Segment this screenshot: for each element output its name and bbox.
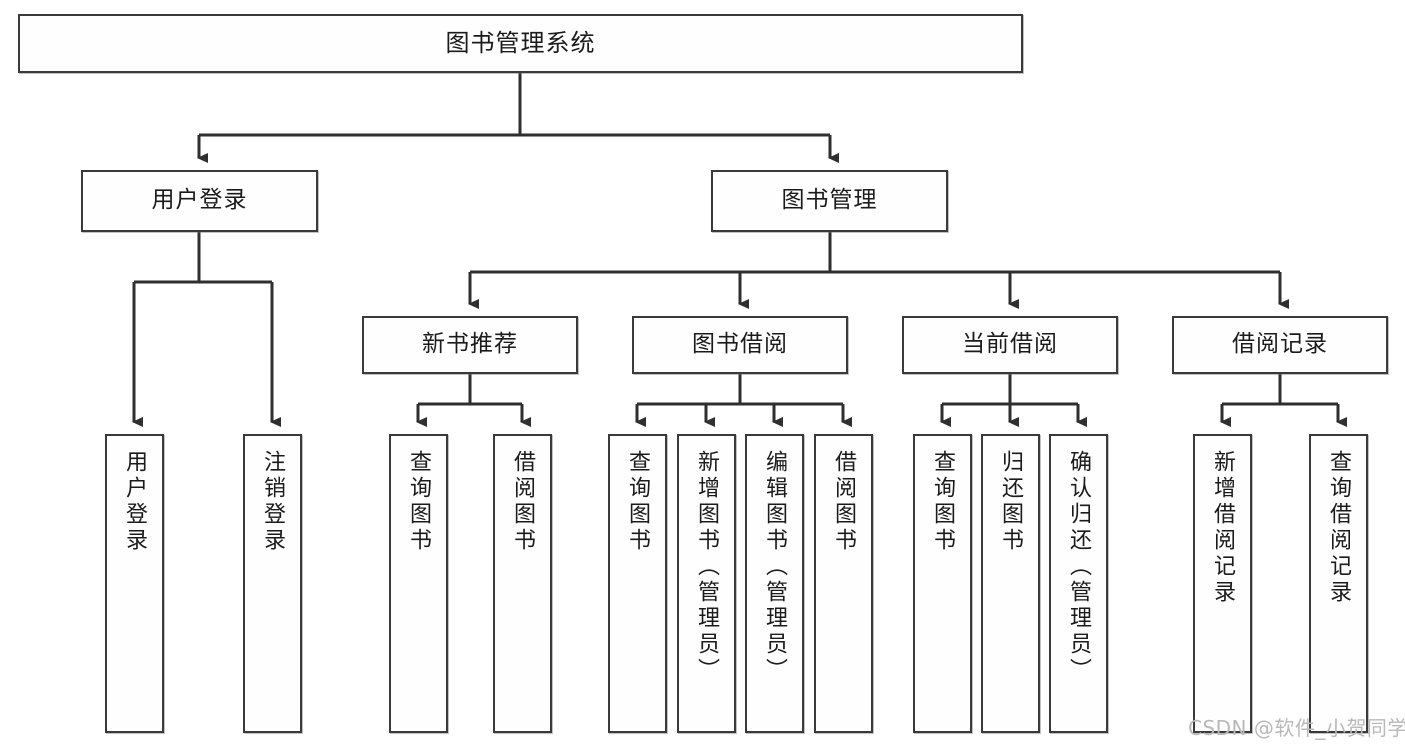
node-new-book-recommend[interactable]: 新书推荐 bbox=[362, 316, 578, 374]
leaf-label: 用户登录 bbox=[122, 450, 148, 554]
node-book-borrow[interactable]: 图书借阅 bbox=[632, 316, 848, 374]
leaf-user-login[interactable]: 用户登录 bbox=[105, 434, 164, 733]
leaf-query-book-new[interactable]: 查询图书 bbox=[389, 434, 448, 733]
leaf-query-borrow-record[interactable]: 查询借阅记录 bbox=[1309, 434, 1368, 733]
node-label: 图书借阅 bbox=[692, 331, 788, 358]
csdn-watermark: CSDN @软件_小贺同学 bbox=[1188, 716, 1405, 740]
leaf-label: 借阅图书 bbox=[831, 450, 857, 554]
leaf-label: 新增图书（管理员） bbox=[694, 450, 720, 684]
node-label: 图书管理系统 bbox=[445, 29, 596, 58]
leaf-borrow-book[interactable]: 借阅图书 bbox=[814, 434, 873, 733]
leaf-label: 编辑图书（管理员） bbox=[762, 450, 788, 684]
node-label: 借阅记录 bbox=[1232, 331, 1328, 358]
node-borrow-record[interactable]: 借阅记录 bbox=[1172, 316, 1388, 374]
leaf-borrow-book-new[interactable]: 借阅图书 bbox=[493, 434, 552, 733]
node-book-management[interactable]: 图书管理 bbox=[711, 170, 948, 232]
leaf-label: 查询图书 bbox=[625, 450, 651, 554]
leaf-add-book-admin[interactable]: 新增图书（管理员） bbox=[677, 434, 736, 733]
node-root-system[interactable]: 图书管理系统 bbox=[18, 14, 1023, 73]
leaf-logout[interactable]: 注销登录 bbox=[243, 434, 302, 733]
leaf-label: 查询图书 bbox=[930, 450, 956, 554]
node-label: 图书管理 bbox=[781, 187, 878, 214]
leaf-label: 借阅图书 bbox=[510, 450, 536, 554]
leaf-edit-book-admin[interactable]: 编辑图书（管理员） bbox=[745, 434, 804, 733]
node-label: 新书推荐 bbox=[422, 331, 518, 358]
leaf-label: 查询借阅记录 bbox=[1326, 450, 1352, 606]
leaf-query-book[interactable]: 查询图书 bbox=[608, 434, 667, 733]
node-current-borrow[interactable]: 当前借阅 bbox=[902, 316, 1118, 374]
leaf-return-book[interactable]: 归还图书 bbox=[981, 434, 1040, 733]
node-label: 当前借阅 bbox=[962, 331, 1058, 358]
leaf-label: 确认归还（管理员） bbox=[1066, 450, 1092, 684]
leaf-label: 查询图书 bbox=[406, 450, 432, 554]
leaf-label: 注销登录 bbox=[260, 450, 286, 554]
leaf-confirm-return-admin[interactable]: 确认归还（管理员） bbox=[1049, 434, 1108, 733]
node-user-login[interactable]: 用户登录 bbox=[81, 170, 318, 232]
leaf-label: 归还图书 bbox=[998, 450, 1024, 554]
leaf-query-book-current[interactable]: 查询图书 bbox=[913, 434, 972, 733]
leaf-add-borrow-record[interactable]: 新增借阅记录 bbox=[1193, 434, 1252, 733]
leaf-label: 新增借阅记录 bbox=[1210, 450, 1236, 606]
node-label: 用户登录 bbox=[151, 187, 248, 214]
